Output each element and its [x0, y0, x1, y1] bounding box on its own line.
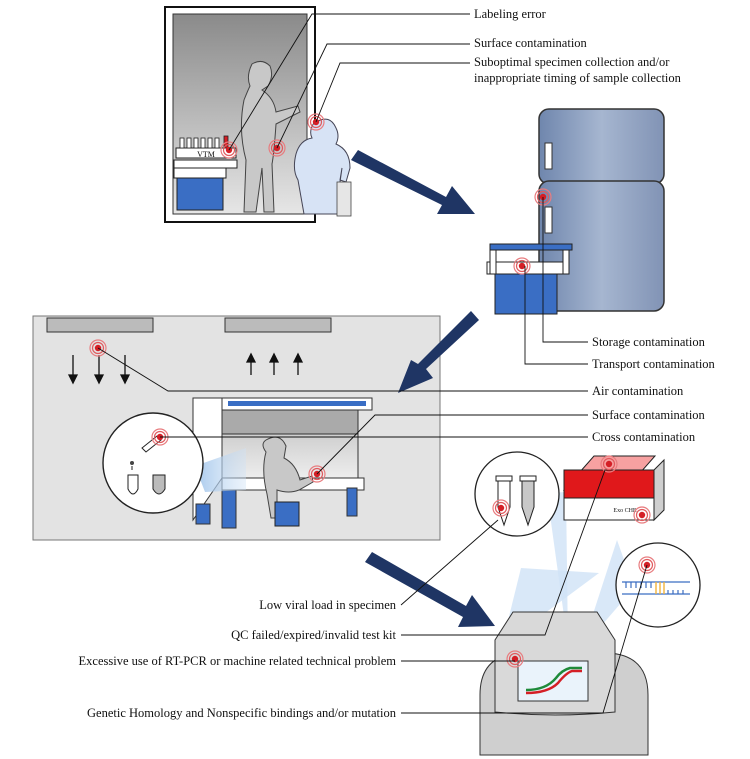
label-storage-contamination: Storage contamination — [592, 335, 706, 349]
vtm-label: VTM — [197, 150, 215, 159]
label-labeling-error: Labeling error — [474, 7, 547, 21]
label-qc-failed: QC failed/expired/invalid test kit — [231, 628, 396, 642]
viral-load-hotspot-icon — [492, 499, 510, 517]
label-suboptimal-collection-1: Suboptimal specimen collection and/or — [474, 55, 670, 69]
label-low-viral-load: Low viral load in specimen — [259, 598, 397, 612]
label-excessive-rtpcr: Excessive use of RT-PCR or machine relat… — [79, 654, 397, 668]
label-genetic-homology: Genetic Homology and Nonspecific binding… — [87, 706, 397, 720]
labels: Labeling error Surface contamination Sub… — [79, 7, 716, 720]
pcr-machine — [479, 492, 649, 756]
transport-cooler — [486, 243, 573, 315]
label-surface-contamination-2: Surface contamination — [592, 408, 706, 422]
label-cross-contamination: Cross contamination — [592, 430, 696, 444]
kit-hotspot-icon — [600, 455, 618, 473]
test-kit: Exo CHE — [562, 455, 665, 524]
airflow-arrow-icon — [67, 352, 304, 385]
label-air-contamination: Air contamination — [592, 384, 684, 398]
rtpcr-hotspot-icon — [506, 650, 524, 668]
kit-side-hotspot-icon — [633, 506, 651, 524]
transport-hotspot-icon — [513, 257, 531, 275]
label-transport-contamination: Transport contamination — [592, 357, 716, 371]
dna-callout — [615, 542, 701, 628]
label-suboptimal-collection-2: inappropriate timing of sample collectio… — [474, 71, 682, 85]
magnifier-callout-icon — [102, 412, 204, 514]
flow-arrow-icon — [351, 150, 495, 627]
label-surface-contamination-1: Surface contamination — [474, 36, 588, 50]
leader-lines — [97, 13, 648, 714]
kit-label: Exo CHE — [613, 508, 637, 514]
tube-callout — [474, 451, 560, 537]
fridge — [534, 108, 665, 312]
collection-booth: VTM — [164, 6, 352, 223]
lab-room — [32, 315, 441, 541]
